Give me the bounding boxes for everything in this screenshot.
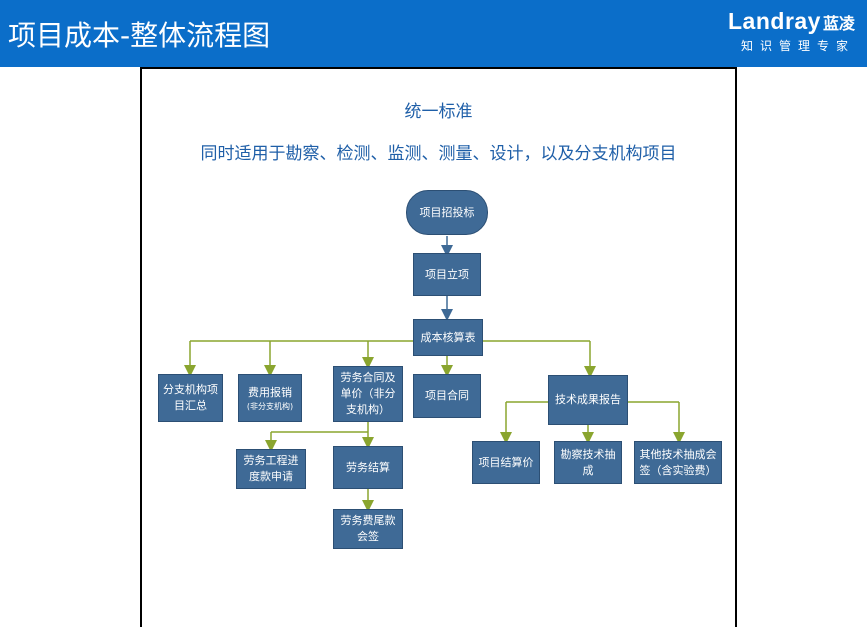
labor-branch-connectors [265, 422, 374, 512]
diagram-frame [140, 67, 737, 627]
node-project-bidding: 项目招投标 [406, 190, 488, 235]
standard-title: 统一标准 [404, 102, 473, 122]
node-branch-summary: 分支机构项目汇总 [158, 374, 223, 422]
brand-logo: Landray 蓝凌 知识管理专家 [728, 8, 855, 54]
node-other-sampling: 其他技术抽成会签（含实验费） [634, 441, 722, 484]
node-expense-reimbursement: 费用报销 (非分支机构) [238, 374, 302, 422]
node-tech-report: 技术成果报告 [548, 375, 628, 425]
node-labor-contract: 劳务合同及单价（非分支机构） [333, 366, 403, 422]
node-survey-sampling: 勘察技术抽成 [554, 441, 622, 484]
node-labor-settlement: 劳务结算 [333, 446, 403, 489]
brand-slogan: 知识管理专家 [740, 39, 855, 53]
node-project-contract: 项目合同 [413, 374, 481, 418]
node-project-settlement: 项目结算价 [472, 441, 540, 484]
node-project-approval: 项目立项 [413, 253, 481, 296]
node-labor-final-payment: 劳务费尾款会签 [333, 509, 403, 549]
cost-branch-connectors [184, 340, 596, 378]
node-labor-progress-payment: 劳务工程进度款申请 [236, 449, 306, 489]
scope-text: 同时适用于勘察、检测、监测、测量、设计，以及分支机构项目 [200, 144, 677, 164]
brand-cn-name: 蓝凌 [822, 14, 855, 33]
expense-label: 费用报销 [248, 385, 292, 399]
slide-title: 项目成本-整体流程图 [8, 19, 271, 52]
brand-name: Landray [728, 8, 821, 34]
header-bar: 项目成本-整体流程图 Landray 蓝凌 知识管理专家 [0, 0, 867, 67]
node-cost-table: 成本核算表 [413, 319, 483, 356]
expense-note: (非分支机构) [246, 401, 294, 411]
